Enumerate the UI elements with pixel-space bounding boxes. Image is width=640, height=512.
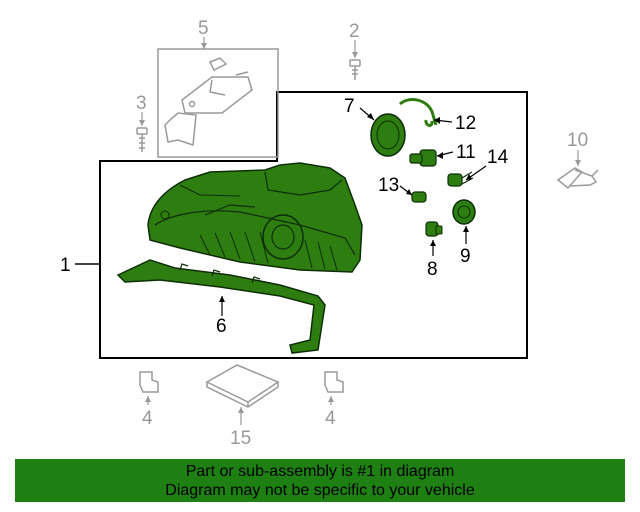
footer-line-2: Diagram may not be specific to your vehi… [165,482,475,499]
bulb-11[interactable] [409,149,437,167]
retaining-clip[interactable] [398,98,438,127]
trim-strip-tabs [179,263,261,284]
socket-8[interactable] [425,221,443,237]
bulb-13[interactable] [411,191,427,203]
callout-3: 3 [136,93,147,114]
callout-15: 15 [230,428,251,449]
callout-10: 10 [567,130,588,151]
parts-diagram: 1 2 3 4 4 5 6 7 8 9 10 11 12 13 14 15 [60,18,599,449]
assembly-outline [99,91,528,359]
callout-8: 8 [427,259,438,280]
callout-14: 14 [487,147,509,168]
callout-6: 6 [216,316,227,337]
bulb-10[interactable] [556,167,599,190]
control-module[interactable] [205,364,280,408]
screw-3[interactable] [136,127,148,152]
callout-4-right: 4 [325,408,336,429]
callout-7: 7 [344,96,355,117]
arrowheads [139,43,581,413]
callout-2: 2 [349,21,360,42]
callout-11: 11 [456,142,476,163]
callout-labels: 1 2 3 4 4 5 6 7 8 9 10 11 12 13 14 15 [60,18,588,449]
footer-banner: Part or sub-assembly is #1 in diagram Di… [15,459,625,502]
callout-5: 5 [198,18,209,39]
clip-4-left[interactable] [139,371,159,393]
mounting-bracket[interactable] [164,57,253,147]
footer-line-1: Part or sub-assembly is #1 in diagram [185,463,455,480]
bracket-box [157,48,279,158]
callout-9: 9 [460,246,471,267]
callout-4-left: 4 [142,408,153,429]
cover-cap[interactable] [370,113,406,157]
callout-13: 13 [378,175,399,196]
callout-12: 12 [455,113,476,134]
socket-9[interactable] [452,199,476,225]
clip-4-right[interactable] [324,371,344,393]
trim-strip[interactable] [116,259,326,354]
headlamp-housing[interactable] [147,162,363,273]
screw-2[interactable] [349,59,361,80]
socket-14[interactable] [447,171,474,187]
callout-1: 1 [60,255,71,276]
